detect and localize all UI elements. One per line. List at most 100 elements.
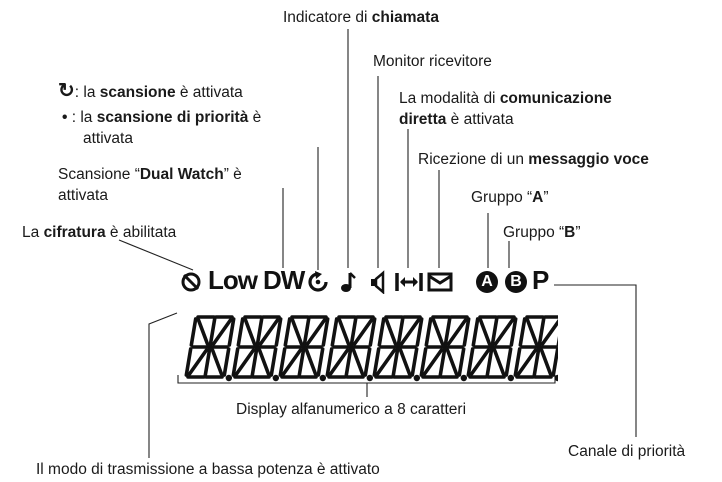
scan-legend-icon: ↻ (58, 80, 75, 102)
display-char (278, 315, 330, 382)
display-segment (462, 317, 471, 347)
display-segment (375, 348, 397, 376)
display-segment (250, 347, 259, 377)
display-segment (493, 318, 515, 346)
display-char (513, 315, 558, 382)
display-segment (419, 347, 428, 377)
display-segment (516, 348, 538, 376)
display-segment (304, 348, 318, 376)
group-b-label: Gruppo “B” (503, 224, 581, 241)
voice-message-label: Ricezione di un messaggio voce (418, 151, 649, 168)
scan-active-label: ↻: la scansione è attivata (58, 80, 243, 102)
display-segment (457, 347, 466, 377)
display-segment (422, 348, 444, 376)
display-segment (504, 347, 513, 377)
display-segment (518, 317, 527, 347)
display-segment (344, 347, 353, 377)
display-segment (222, 347, 231, 377)
low-power-indicator: Low (208, 265, 258, 295)
display-segment (537, 317, 546, 347)
voice-message-icon (427, 272, 453, 292)
display-dot (554, 374, 558, 382)
display-dot (272, 374, 280, 382)
display-dot (413, 374, 421, 382)
priority-indicator: P (532, 265, 550, 295)
display-segment (446, 318, 468, 346)
priority-channel-label: Canale di priorità (568, 443, 686, 460)
display-label: Display alfanumerico a 8 caratteri (236, 401, 467, 418)
receiver-monitor-label: Monitor ricevitore (373, 53, 492, 70)
display-segment (410, 347, 419, 377)
display-char (466, 315, 518, 382)
display-segment (424, 317, 433, 347)
display-segment (243, 318, 257, 346)
display-segment (283, 317, 292, 347)
display-segment (196, 318, 210, 346)
display-segment (391, 347, 400, 377)
display-segment (236, 317, 245, 347)
display-segment (352, 318, 374, 346)
cipher-label: La cifratura è abilitata (22, 224, 177, 241)
display-segment (368, 317, 377, 347)
dual-watch-label: Scansione “Dual Watch” è attivata (58, 166, 242, 204)
display-segment (255, 317, 264, 347)
display-segment (398, 348, 412, 376)
group-a-indicator: A (476, 271, 498, 293)
display-segment (532, 347, 541, 377)
display-segment (231, 347, 240, 377)
display-char (325, 315, 377, 382)
display-dot (366, 374, 374, 382)
alphanumeric-display (184, 315, 558, 382)
display-segment (443, 317, 452, 347)
display-segment (337, 318, 351, 346)
display-segment (278, 347, 287, 377)
group-a-label: Gruppo “A” (471, 189, 549, 206)
low-power-label: Il modo di trasmissione a bassa potenza … (36, 461, 380, 478)
display-segment (525, 318, 539, 346)
display-segment (469, 348, 491, 376)
display-segment (492, 348, 506, 376)
display-segment (234, 348, 256, 376)
display-segment (227, 317, 236, 347)
display-segment (396, 317, 405, 347)
display-segment (485, 347, 494, 377)
call-indicator-label: Indicatore di chiamata (283, 9, 439, 26)
display-segment (466, 347, 475, 377)
display-char (419, 315, 471, 382)
display-segment (551, 347, 558, 377)
display-segment (351, 348, 365, 376)
cipher-icon (181, 272, 201, 292)
display-segment (539, 348, 553, 376)
display-segment (258, 318, 280, 346)
display-segment (363, 347, 372, 377)
scan-icon (308, 271, 328, 292)
display-segment (325, 347, 334, 377)
display-segment (305, 318, 327, 346)
display-segment (257, 348, 271, 376)
display-segment (208, 317, 217, 347)
display-segment (269, 347, 278, 377)
display-char (231, 315, 283, 382)
display-dot (319, 374, 327, 382)
display-dot (460, 374, 468, 382)
display-segment (211, 318, 233, 346)
monitor-speaker-icon (371, 270, 385, 294)
display-segment (316, 347, 325, 377)
display-segment (540, 319, 558, 346)
display-segment (349, 317, 358, 347)
display-segment (431, 318, 445, 346)
display-char (184, 315, 236, 382)
display-segment (377, 317, 386, 347)
display-segment (189, 317, 198, 347)
display-segment (490, 317, 499, 347)
display-segment (274, 317, 283, 347)
call-note-icon (341, 272, 356, 292)
display-segment (384, 318, 398, 346)
display-segment (513, 347, 522, 377)
display-segment (438, 347, 447, 377)
display-segment (281, 348, 303, 376)
display-segment (302, 317, 311, 347)
display-segment (210, 348, 224, 376)
display-segment (509, 317, 518, 347)
display-segment (321, 317, 330, 347)
